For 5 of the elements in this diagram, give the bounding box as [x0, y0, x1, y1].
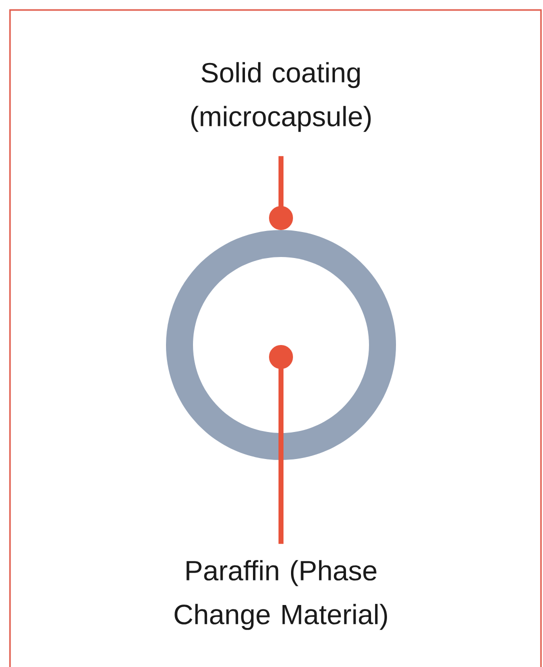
label-text: Paraffin (Phase Change Material) [174, 560, 387, 630]
core [193, 257, 369, 433]
leader-line [269, 345, 293, 544]
leader-line [269, 156, 293, 230]
label-text: Solid coating (microcapsule) [191, 62, 371, 132]
